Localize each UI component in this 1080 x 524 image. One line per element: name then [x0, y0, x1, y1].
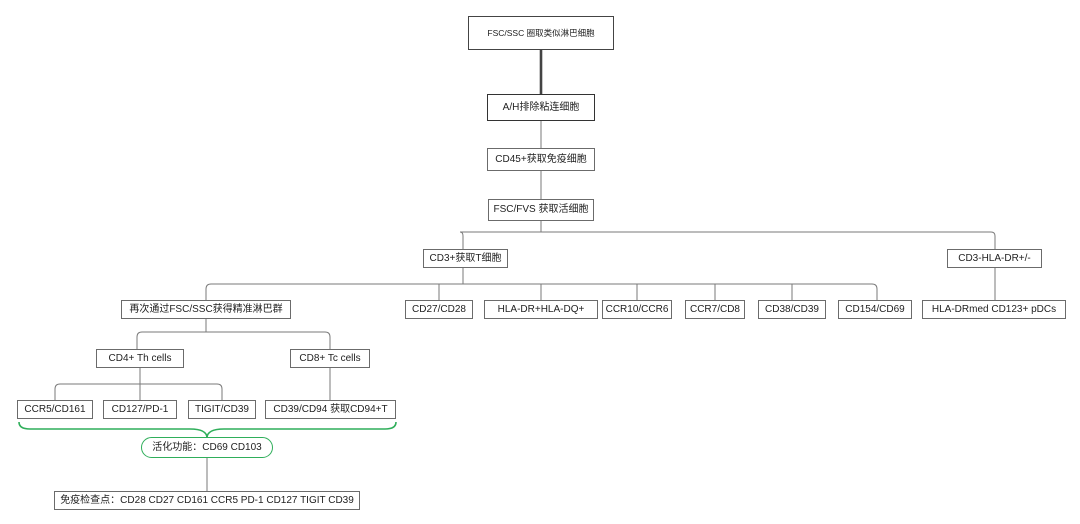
refine-node-label: 再次通过FSC/SSC获得精准淋巴群: [129, 303, 283, 315]
cd27-node: CD27/CD28: [405, 300, 473, 319]
root-node-label: FSC/SSC 圈取类似淋巴细胞: [487, 27, 595, 38]
cd8-node: CD8+ Tc cells: [290, 349, 370, 368]
cd4-node-label: CD4+ Th cells: [108, 352, 172, 364]
hladr-node-label: HLA-DR+HLA-DQ+: [497, 303, 585, 315]
fvs-node: FSC/FVS 获取活细胞: [488, 199, 594, 221]
cd127-node: CD127/PD-1: [103, 400, 177, 419]
cd45-node: CD45+获取免疫细胞: [487, 148, 595, 171]
hladr-node: HLA-DR+HLA-DQ+: [484, 300, 598, 319]
pdc-node: HLA-DRmed CD123+ pDCs: [922, 300, 1066, 319]
refine-node: 再次通过FSC/SSC获得精准淋巴群: [121, 300, 291, 319]
cd4-node: CD4+ Th cells: [96, 349, 184, 368]
tigit-node-label: TIGIT/CD39: [195, 403, 249, 415]
activation-node-label: 活化功能：CD69 CD103: [152, 441, 262, 453]
ccr7-node: CCR7/CD8: [685, 300, 745, 319]
checkpoint-node: 免疫检查点：CD28 CD27 CD161 CCR5 PD-1 CD127 TI…: [54, 491, 360, 510]
cd27-node-label: CD27/CD28: [412, 303, 466, 315]
cd154-node: CD154/CD69: [838, 300, 912, 319]
activation-node: 活化功能：CD69 CD103: [141, 437, 273, 458]
cd39-node: CD39/CD94 获取CD94+T: [265, 400, 396, 419]
ah-node-label: A/H排除粘连细胞: [502, 101, 580, 113]
pdc-node-label: HLA-DRmed CD123+ pDCs: [931, 303, 1057, 315]
ah-node: A/H排除粘连细胞: [487, 94, 595, 121]
cd39-node-label: CD39/CD94 获取CD94+T: [273, 403, 388, 415]
cd3pos-node-label: CD3+获取T细胞: [429, 252, 502, 264]
cd45-node-label: CD45+获取免疫细胞: [495, 153, 587, 165]
checkpoint-node-label: 免疫检查点：CD28 CD27 CD161 CCR5 PD-1 CD127 TI…: [60, 494, 354, 506]
ccr5-node: CCR5/CD161: [17, 400, 93, 419]
ccr10-node-label: CCR10/CCR6: [605, 303, 669, 315]
cd127-node-label: CD127/PD-1: [111, 403, 169, 415]
ccr7-node-label: CCR7/CD8: [689, 303, 740, 315]
cd8-node-label: CD8+ Tc cells: [299, 352, 361, 364]
cd3neg-node-label: CD3-HLA-DR+/-: [958, 252, 1031, 264]
ccr10-node: CCR10/CCR6: [602, 300, 672, 319]
cd154-node-label: CD154/CD69: [845, 303, 905, 315]
fvs-node-label: FSC/FVS 获取活细胞: [493, 204, 589, 215]
cd38-node: CD38/CD39: [758, 300, 826, 319]
cd3pos-node: CD3+获取T细胞: [423, 249, 508, 268]
cd3neg-node: CD3-HLA-DR+/-: [947, 249, 1042, 268]
tigit-node: TIGIT/CD39: [188, 400, 256, 419]
root-node: FSC/SSC 圈取类似淋巴细胞: [468, 16, 614, 50]
cd38-node-label: CD38/CD39: [765, 303, 819, 315]
ccr5-node-label: CCR5/CD161: [24, 403, 86, 415]
